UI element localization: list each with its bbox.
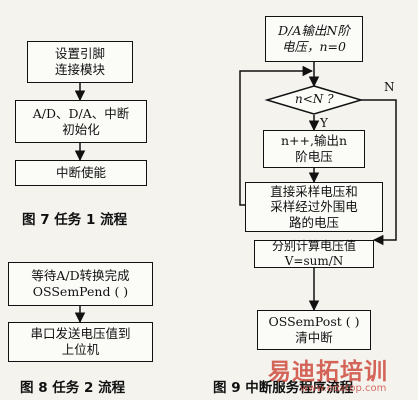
watermark-logo-text: 易迪拓培训 (268, 359, 388, 385)
fig9-decision-label: n<N ? (295, 92, 334, 106)
fig8-box-serial-send: 串口发送电压值到 上位机 (8, 322, 153, 362)
watermark-url: www.edatop.com (300, 383, 387, 394)
fig9-box-increment: n++,输出n 阶电压 (263, 130, 365, 168)
fig9-box-compute: 分别计算电压值 V=sum/N (254, 239, 374, 268)
fig7-box-interrupt-enable: 中断使能 (15, 160, 147, 186)
fig9-branch-yes-label: Y (320, 116, 328, 130)
fig7-box-init: A/D、D/A、中断 初始化 (15, 100, 147, 143)
fig9-caption: 图 9 中断服务程序流程 (213, 380, 354, 396)
fig9-branch-no-label: N (384, 80, 395, 94)
fig7-caption: 图 7 任务 1 流程 (22, 212, 128, 228)
fig8-box-wait-adc: 等待A/D转换完成 OSSemPend ( ) (8, 262, 153, 306)
fig9-box-sample: 直接采样电压和 采样经过外围电 路的电压 (245, 182, 383, 232)
fig7-box-setup-pins: 设置引脚 连接模块 (27, 41, 133, 83)
fig9-box-semaphore-post: OSSemPost ( ) 清中断 (257, 310, 371, 350)
fig8-caption: 图 8 任务 2 流程 (20, 380, 126, 396)
fig9-box-da-output: D/A输出N阶 电压，n=0 (265, 16, 363, 62)
